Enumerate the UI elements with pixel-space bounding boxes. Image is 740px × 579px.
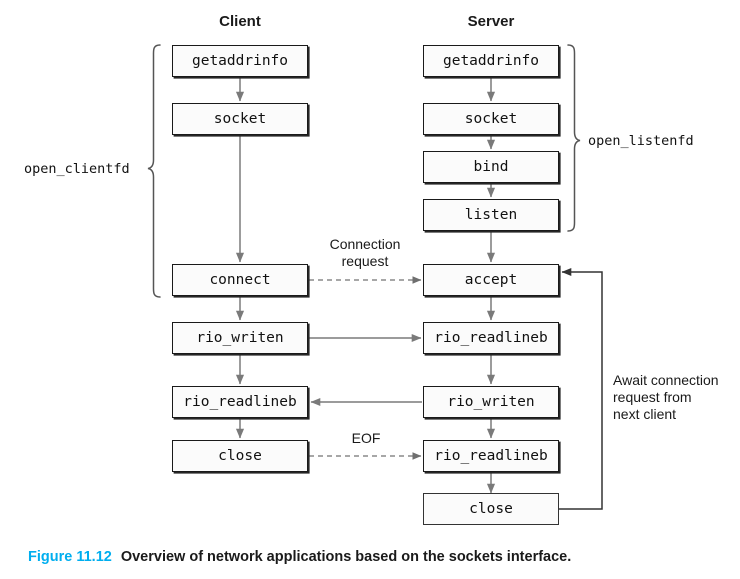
client-node-connect[interactable]: connect [172, 264, 308, 296]
column-title-client: Client [219, 13, 261, 30]
client-node-getaddrinfo[interactable]: getaddrinfo [172, 45, 308, 77]
server-node-getaddrinfo[interactable]: getaddrinfo [423, 45, 559, 77]
server-node-rio-writen[interactable]: rio_writen [423, 386, 559, 418]
client-node-close[interactable]: close [172, 440, 308, 472]
arrow-await-loop [558, 267, 603, 510]
server-node-close[interactable]: close [423, 493, 559, 525]
edge-label-connection-request-line1: Connection [329, 236, 401, 252]
edge-label-connection-request-line2: request [341, 253, 389, 269]
brace-client [147, 44, 161, 298]
brace-server [567, 44, 581, 232]
server-node-bind[interactable]: bind [423, 151, 559, 183]
figure-caption-text: Overview of network applications based o… [120, 549, 572, 565]
figure-number: Figure 11.12 [28, 549, 112, 565]
client-node-rio-readlineb[interactable]: rio_readlineb [172, 386, 308, 418]
server-node-rio-readlineb-1[interactable]: rio_readlineb [423, 322, 559, 354]
column-title-server: Server [467, 13, 515, 30]
figure-caption: Figure 11.12 Overview of network applicat… [28, 549, 571, 565]
brace-label-open-clientfd: open_clientfd [24, 161, 130, 177]
server-node-rio-readlineb-2[interactable]: rio_readlineb [423, 440, 559, 472]
client-node-rio-writen[interactable]: rio_writen [172, 322, 308, 354]
edge-label-await-line2: request from [613, 389, 692, 405]
client-node-socket[interactable]: socket [172, 103, 308, 135]
server-node-listen[interactable]: listen [423, 199, 559, 231]
edge-label-await-line3: next client [613, 406, 677, 422]
edge-label-await-line1: Await connection [613, 372, 719, 388]
edge-label-eof: EOF [351, 430, 381, 446]
brace-label-open-listenfd: open_listenfd [588, 133, 694, 149]
server-node-socket[interactable]: socket [423, 103, 559, 135]
server-node-accept[interactable]: accept [423, 264, 559, 296]
